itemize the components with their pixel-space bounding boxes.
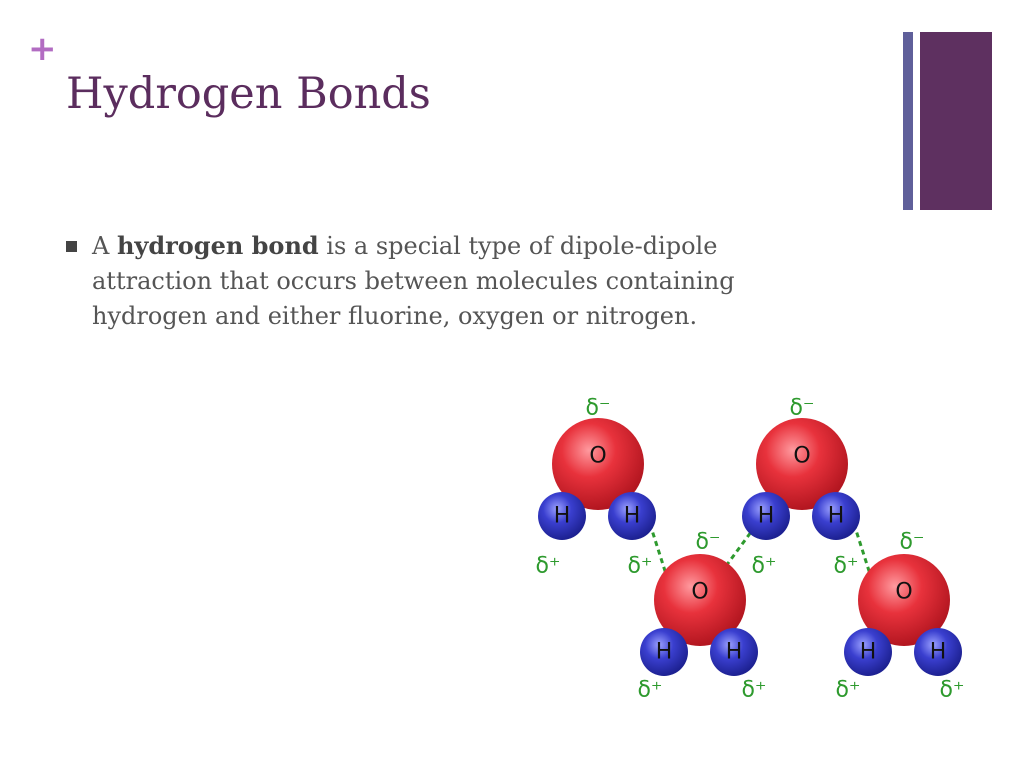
plus-icon: + [28,29,57,69]
accent-bar-wide [920,32,992,210]
bullet-text-before: A [92,232,117,260]
partial-positive-label-4-1: δ⁺ [835,678,860,703]
hydrogen-label-3-2: H [726,640,743,665]
hydrogen-atom-1-1 [538,492,586,540]
hydrogen-atom-3-1 [640,628,688,676]
hydrogen-atom-3-2 [710,628,758,676]
oxygen-label-4: O [895,580,912,605]
hydrogen-label-1-1: H [554,504,571,529]
partial-negative-label-1: δ⁻ [585,396,610,421]
partial-positive-label-1-1: δ⁺ [535,554,560,579]
oxygen-atom-1 [552,418,644,510]
hydrogen-atom-2-1 [742,492,790,540]
oxygen-label-3: O [691,580,708,605]
hydrogen-label-4-1: H [860,640,877,665]
hydrogen-atom-4-2 [914,628,962,676]
partial-positive-label-4-2: δ⁺ [939,678,964,703]
partial-negative-label-3: δ⁻ [695,530,720,555]
hydrogen-atom-2-2 [812,492,860,540]
partial-positive-label-2-2: δ⁺ [833,554,858,579]
hydrogen-label-2-2: H [828,504,845,529]
square-bullet-icon [66,241,77,252]
oxygen-atom-3 [654,554,746,646]
slide-title: Hydrogen Bonds [66,69,431,119]
bullet-text: A hydrogen bond is a special type of dip… [92,228,792,334]
partial-negative-label-4: δ⁻ [899,530,924,555]
partial-positive-label-1-2: δ⁺ [627,554,652,579]
bullet-text-after: is a special type of dipole-dipole attra… [92,232,735,330]
hydrogen-atom-1-2 [608,492,656,540]
hydrogen-label-1-2: H [624,504,641,529]
hydrogen-label-2-1: H [758,504,775,529]
hydrogen-atom-4-1 [844,628,892,676]
hydrogen-bond-2 [724,527,756,567]
diagram-canvas: O H Hδ⁻ δ⁺ δ⁺ O H Hδ⁻ δ⁺ δ⁺ O H Hδ⁻ δ⁺ δ⁺ O H Hδ⁻ δ⁺ δ⁺ [535,396,964,703]
oxygen-label-2: O [793,444,810,469]
oxygen-atom-4 [858,554,950,646]
hydrogen-label-4-2: H [930,640,947,665]
hydrogen-label-3-1: H [656,640,673,665]
partial-positive-label-3-1: δ⁺ [637,678,662,703]
oxygen-atom-2 [756,418,848,510]
partial-negative-label-2: δ⁻ [789,396,814,421]
bullet-bold-term: hydrogen bond [116,231,319,260]
partial-positive-label-3-2: δ⁺ [741,678,766,703]
oxygen-label-1: O [589,444,606,469]
partial-positive-label-2-1: δ⁺ [751,554,776,579]
accent-bar-thin [903,32,913,210]
